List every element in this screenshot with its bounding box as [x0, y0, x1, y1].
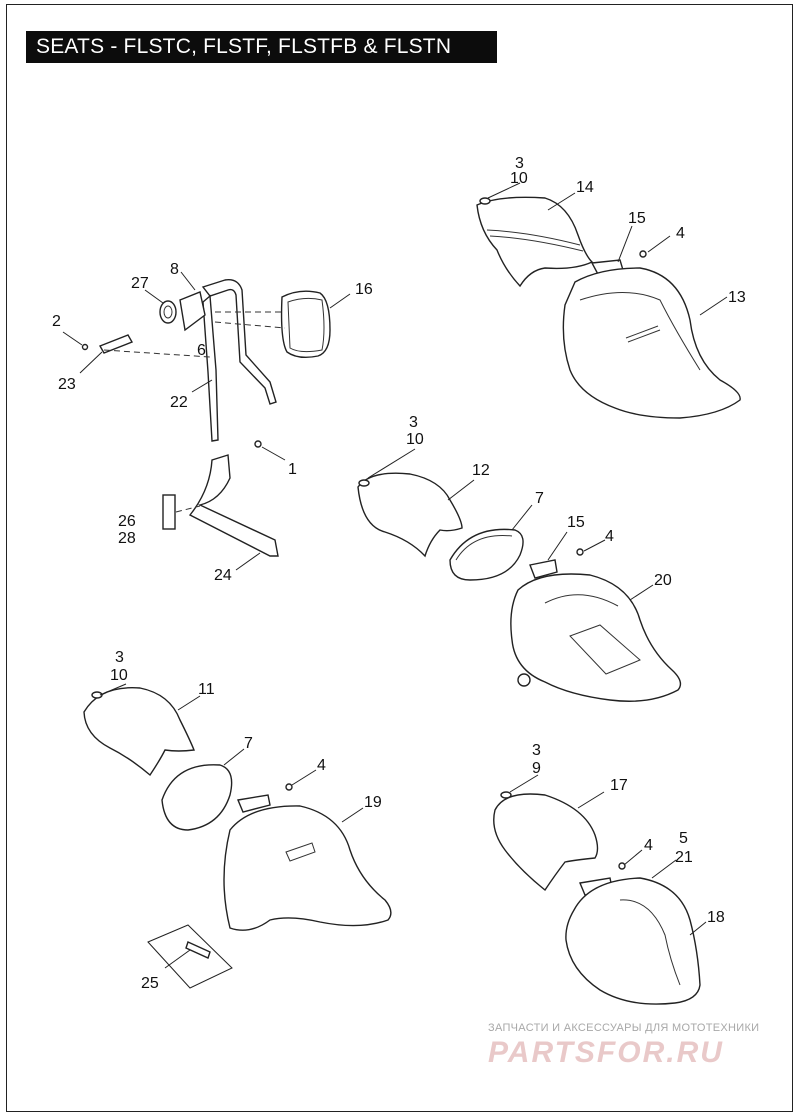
callout-24: 24: [214, 567, 232, 584]
seat-19: [223, 805, 392, 931]
callout-10: 10: [510, 170, 528, 187]
bracket-4-low: [237, 783, 293, 813]
callout-21: 21: [675, 849, 693, 866]
callout-12: 12: [472, 462, 490, 479]
callout-7: 7: [535, 490, 544, 507]
callout-3: 3: [409, 414, 418, 431]
bracket-8: [179, 291, 206, 332]
pillion-seat-14: [476, 196, 594, 288]
callout-16: 16: [355, 281, 373, 298]
callout-8: 8: [170, 261, 179, 278]
callout-28: 28: [118, 530, 136, 547]
callout-15: 15: [628, 210, 646, 227]
callout-4: 4: [605, 528, 614, 545]
callout-27: 27: [131, 275, 149, 292]
callout-23: 23: [58, 376, 76, 393]
page-title: SEATS - FLSTC, FLSTF, FLSTFB & FLSTN: [26, 31, 497, 63]
callout-13: 13: [728, 289, 746, 306]
label-plate-25: [147, 924, 233, 989]
callout-17: 17: [610, 777, 628, 794]
callout-4: 4: [644, 837, 653, 854]
strap-7-low: [161, 764, 233, 831]
callout-2: 2: [52, 313, 61, 330]
pillion-seat-12: [357, 472, 463, 558]
callout-15: 15: [567, 514, 585, 531]
callout-4: 4: [317, 757, 326, 774]
callout-3: 3: [532, 742, 541, 759]
emblem-27: [159, 300, 177, 324]
callout-10: 10: [110, 667, 128, 684]
callout-22: 22: [170, 394, 188, 411]
callout-3: 3: [115, 649, 124, 666]
callout-1: 1: [288, 461, 297, 478]
seat-20: [510, 573, 682, 702]
callout-18: 18: [707, 909, 725, 926]
callout-26: 26: [118, 513, 136, 530]
callout-7: 7: [244, 735, 253, 752]
seat-13: [562, 267, 741, 419]
plate-23: [81, 334, 134, 354]
callout-19: 19: [364, 794, 382, 811]
sissy-bar-22: [201, 279, 277, 442]
callout-11: 11: [198, 681, 215, 698]
callout-20: 20: [654, 572, 672, 589]
callout-5: 5: [679, 830, 688, 847]
callout-9: 9: [532, 760, 541, 777]
callout-25: 25: [141, 975, 159, 992]
callout-3: 3: [515, 155, 524, 172]
bracket-15-mid: [529, 548, 584, 579]
pad-26-28: [162, 494, 176, 530]
pad-16: [280, 290, 331, 359]
pillion-seat-11: [83, 687, 195, 777]
strap-7-mid: [449, 528, 524, 581]
watermark-caption: ЗАПЧАСТИ И АКСЕССУАРЫ ДЛЯ МОТОТЕХНИКИ: [488, 1022, 760, 1034]
callout-10: 10: [406, 431, 424, 448]
watermark-logo: PARTSFOR.RU: [488, 1036, 724, 1069]
seat-18: [565, 877, 701, 1005]
side-plate-24: [188, 440, 279, 557]
callout-6: 6: [197, 342, 206, 359]
callout-14: 14: [576, 179, 594, 196]
pillion-seat-17: [493, 791, 599, 892]
page-frame: [6, 4, 793, 1112]
screw-4-top: [639, 250, 647, 258]
callout-4: 4: [676, 225, 685, 242]
